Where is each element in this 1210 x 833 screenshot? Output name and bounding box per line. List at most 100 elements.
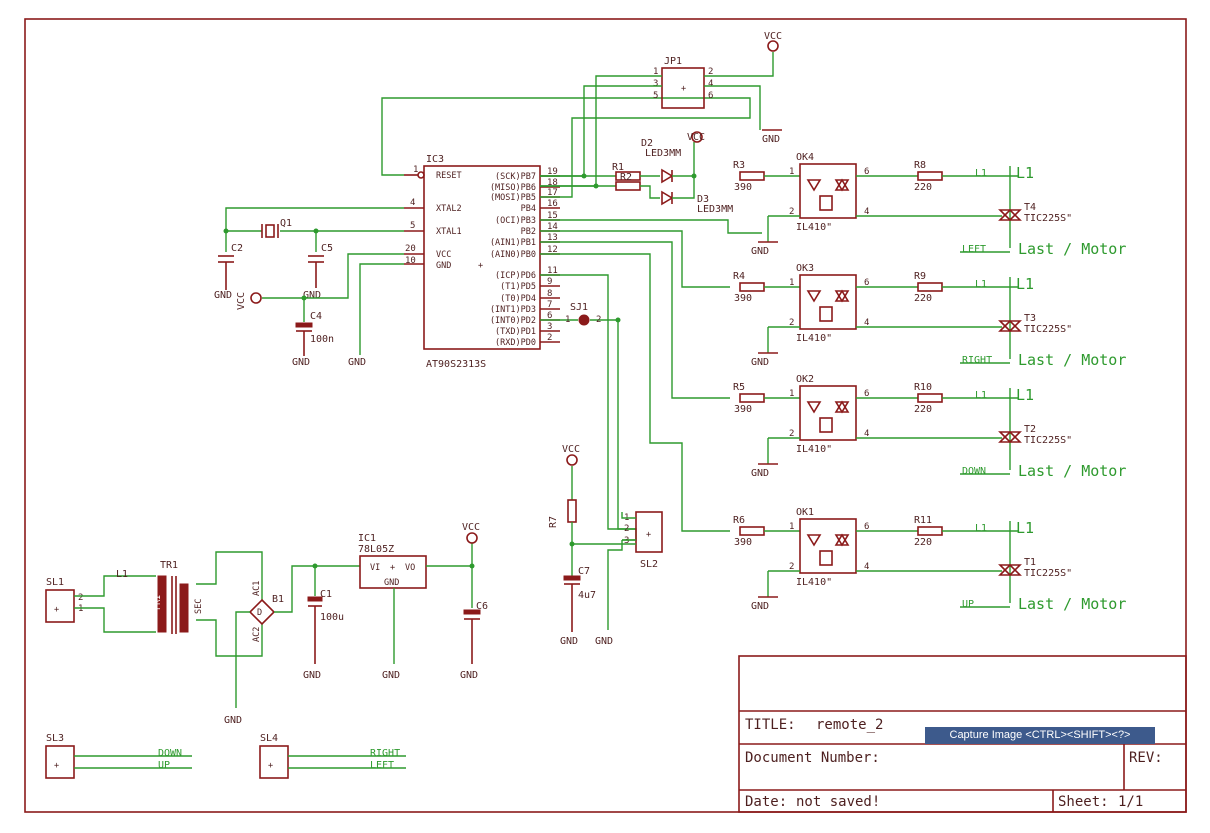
triac-part: TIC225S" <box>1024 435 1072 446</box>
opto-pin: 4 <box>864 207 869 217</box>
ic3: IC3 AT90S2313S 1 RESET 4 XTAL2 5 XTAL1 2… <box>404 154 560 370</box>
c4-label: C4 <box>310 311 322 322</box>
gnd-c4: GND <box>292 357 310 368</box>
output-resistor-value: 220 <box>914 182 932 193</box>
output-resistor <box>917 171 943 181</box>
ic1-part: 78L05Z <box>358 544 394 555</box>
line-l1-label: L1 <box>975 279 987 290</box>
ic3-pin-name: (INT0)PD2 <box>490 316 536 326</box>
tr1-pri: PRI <box>153 595 163 610</box>
output-resistor-value: 220 <box>914 293 932 304</box>
direction-label: UP <box>962 599 974 610</box>
opto-zero-cross <box>819 550 833 566</box>
direction-label: DOWN <box>962 466 986 477</box>
ic3-pin-name: XTAL1 <box>436 227 462 237</box>
output-resistor-value: 220 <box>914 537 932 548</box>
ic3-pin-num: 10 <box>405 256 416 266</box>
ic3-pin-num: 19 <box>547 167 558 177</box>
jp1-pin: 2 <box>708 67 713 77</box>
title-value: remote_2 <box>816 717 883 733</box>
jp1-pin: 5 <box>653 91 658 101</box>
r7-label: R7 <box>548 516 559 528</box>
opto-led <box>806 179 822 192</box>
opto-pin: 1 <box>789 522 794 532</box>
opto-zero-cross <box>819 195 833 211</box>
jp1-name: JP1 <box>664 56 682 67</box>
svg-text:+: + <box>268 761 273 771</box>
ic3-pin-name: (MOSI)PB5 <box>490 193 536 203</box>
opto-zero-cross <box>819 417 833 433</box>
opto-pin: 2 <box>789 562 794 572</box>
ic3-pin-name: PB2 <box>521 227 536 237</box>
triac-symbol <box>998 430 1022 443</box>
output-resistor <box>917 282 943 292</box>
opto-pin: 6 <box>864 167 869 177</box>
ic3-pin-name: (RXD)PD0 <box>495 338 536 348</box>
b1-ac1: AC1 <box>252 581 262 596</box>
input-resistor-value: 390 <box>734 537 752 548</box>
svg-text:+: + <box>478 261 483 271</box>
ic3-left-pins: 1 RESET 4 XTAL2 5 XTAL1 20 VCC 10 GND <box>405 165 462 271</box>
gnd-ic3: GND <box>348 357 366 368</box>
sl4-line-0: RIGHT <box>370 748 400 759</box>
input-resistor-value: 390 <box>734 293 752 304</box>
ic3-pin-num: 13 <box>547 233 558 243</box>
load-label: Last / Motor <box>1018 595 1126 613</box>
sj1-pin: 1 <box>565 315 570 325</box>
ic1-label: IC1 <box>358 533 376 544</box>
gnd-label: GND <box>751 601 769 612</box>
opto-pin: 2 <box>789 429 794 439</box>
sl3-line-0: DOWN <box>158 748 182 759</box>
output-resistor-label: R11 <box>914 515 932 526</box>
phase-label: L1 <box>1016 275 1034 293</box>
opto-pin: 6 <box>864 389 869 399</box>
optocoupler-body <box>799 518 857 574</box>
vcc-jp1: VCC <box>764 31 782 42</box>
optocoupler-body <box>799 385 857 441</box>
ic3-pin-num: 4 <box>410 198 415 208</box>
triac-label: T1 <box>1024 557 1036 568</box>
svg-text:+: + <box>646 530 651 540</box>
phase-label: L1 <box>1016 164 1034 182</box>
opto-zero-cross <box>819 306 833 322</box>
jp1-pin: 6 <box>708 91 713 101</box>
ic1-vi: VI <box>370 563 380 573</box>
ic3-pin-name: (MISO)PB6 <box>490 183 536 193</box>
title-block: TITLE: remote_2 Document Number: REV: Da… <box>738 655 1187 813</box>
load-label: Last / Motor <box>1018 240 1126 258</box>
svg-text:+: + <box>54 761 59 771</box>
vcc-led: VCC <box>687 132 705 143</box>
triac-part: TIC225S" <box>1024 213 1072 224</box>
triac-symbol <box>998 563 1022 576</box>
rev-label: REV: <box>1129 750 1163 766</box>
triac-label: T2 <box>1024 424 1036 435</box>
optocoupler-body <box>799 274 857 330</box>
opto-pin: 1 <box>789 167 794 177</box>
optocoupler-part: IL410" <box>796 222 832 233</box>
c1-value: 100u <box>320 612 344 623</box>
svg-text:+: + <box>390 563 395 573</box>
sl1-label: SL1 <box>46 577 64 588</box>
c6-label: C6 <box>476 601 488 612</box>
line-l1-label: L1 <box>975 390 987 401</box>
sl2-label: SL2 <box>640 559 658 570</box>
ic3-pin-name: GND <box>436 261 451 271</box>
sl2-pin: 2 <box>624 524 629 534</box>
ic3-pin-num: 20 <box>405 244 416 254</box>
channel-wires <box>540 219 762 532</box>
status-leds: R1 R2 VCC D2 LED3MM D3 LED3MM <box>540 131 733 215</box>
input-resistor <box>739 282 765 292</box>
output-resistor-label: R9 <box>914 271 926 282</box>
ic3-pin-name: (T0)PD4 <box>500 294 536 304</box>
output-resistor <box>917 526 943 536</box>
tr1-sec: SEC <box>194 599 204 614</box>
gnd-jp1: GND <box>762 134 780 145</box>
triac-part: TIC225S" <box>1024 324 1072 335</box>
svg-text:+: + <box>681 84 686 94</box>
tr1-label: TR1 <box>160 560 178 571</box>
gnd-c2: GND <box>214 290 232 301</box>
